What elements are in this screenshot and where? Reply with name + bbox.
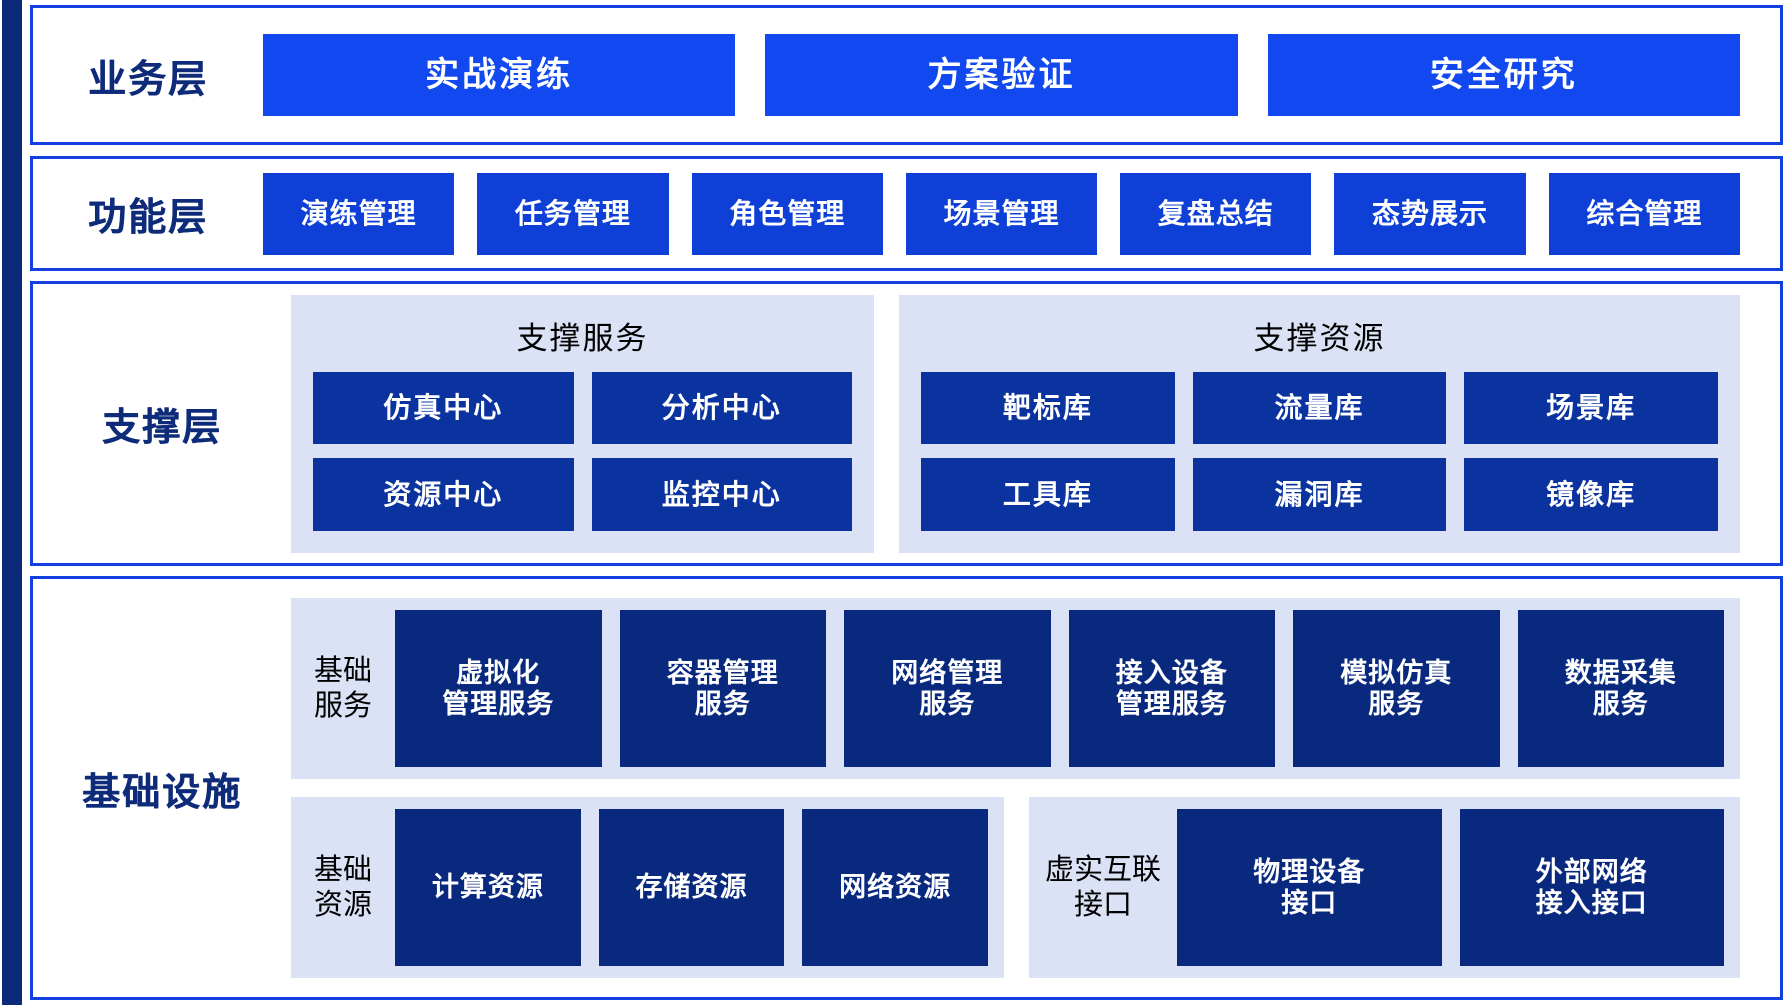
business-box-3[interactable]: 安全研究 <box>1267 34 1740 116</box>
layer-title-business: 业务层 <box>87 58 208 101</box>
infra-service-box-3[interactable]: 网络管理 服务 <box>844 610 1051 767</box>
support-resource-box-3[interactable]: 场景库 <box>1464 371 1718 444</box>
support-group-services: 支撑服务 仿真中心 分析中心 资源中心 监控中心 <box>291 294 874 553</box>
infra-resource-box-3[interactable]: 网络资源 <box>802 809 989 966</box>
function-box-4[interactable]: 场景管理 <box>905 172 1098 255</box>
infra-resources-boxes: 计算资源 存储资源 网络资源 <box>395 809 989 966</box>
infra-interface-box-2[interactable]: 外部网络 接入接口 <box>1459 809 1725 966</box>
infra-label-basic-services: 基础 服务 <box>313 655 372 722</box>
infra-band-resources-interfaces: 基础 资源 计算资源 存储资源 网络资源 虚实互联 接口 物理设备 接口 外部网… <box>291 797 1740 978</box>
support-resource-box-6[interactable]: 镜像库 <box>1464 458 1718 531</box>
support-resource-box-4[interactable]: 工具库 <box>921 458 1175 531</box>
infra-band-services: 基础 服务 虚拟化 管理服务 容器管理 服务 网络管理 服务 接入设备 管理服务… <box>291 598 1740 779</box>
support-resource-box-1[interactable]: 靶标库 <box>921 371 1175 444</box>
support-group-services-title: 支撑服务 <box>516 320 649 356</box>
infra-panel-basic-services: 基础 服务 虚拟化 管理服务 容器管理 服务 网络管理 服务 接入设备 管理服务… <box>291 598 1740 779</box>
infra-resource-box-1[interactable]: 计算资源 <box>395 809 581 966</box>
support-groups-row: 支撑服务 仿真中心 分析中心 资源中心 监控中心 支撑资源 靶标库 流量库 场景… <box>291 294 1780 553</box>
support-group-resources: 支撑资源 靶标库 流量库 场景库 工具库 漏洞库 镜像库 <box>899 294 1740 553</box>
layer-business: 业务层 实战演练 方案验证 安全研究 <box>30 5 1783 145</box>
function-box-1[interactable]: 演练管理 <box>263 172 455 255</box>
infra-service-box-2[interactable]: 容器管理 服务 <box>619 610 826 767</box>
infra-resource-box-2[interactable]: 存储资源 <box>598 809 785 966</box>
infra-panel-basic-resources: 基础 资源 计算资源 存储资源 网络资源 <box>291 797 1004 978</box>
function-box-7[interactable]: 综合管理 <box>1548 172 1740 255</box>
left-accent-bar <box>2 0 22 1005</box>
layer-function: 功能层 演练管理 任务管理 角色管理 场景管理 复盘总结 态势展示 综合管理 <box>30 156 1783 271</box>
support-resources-grid: 靶标库 流量库 场景库 工具库 漏洞库 镜像库 <box>921 371 1718 531</box>
infra-service-box-1[interactable]: 虚拟化 管理服务 <box>395 610 602 767</box>
layer-title-support: 支撑层 <box>101 407 222 449</box>
infra-interfaces-boxes: 物理设备 接口 外部网络 接入接口 <box>1177 809 1725 966</box>
infra-service-box-5[interactable]: 模拟仿真 服务 <box>1293 610 1500 767</box>
support-service-box-4[interactable]: 监控中心 <box>591 458 852 531</box>
business-box-1[interactable]: 实战演练 <box>263 34 736 116</box>
business-box-2[interactable]: 方案验证 <box>765 34 1238 116</box>
function-box-2[interactable]: 任务管理 <box>477 172 669 255</box>
function-box-5[interactable]: 复盘总结 <box>1120 172 1312 255</box>
layer-support: 支撑层 支撑服务 仿真中心 分析中心 资源中心 监控中心 支撑资源 靶标库 流量… <box>30 281 1783 566</box>
infra-label-basic-resources: 基础 资源 <box>313 854 372 921</box>
function-box-3[interactable]: 角色管理 <box>691 172 883 255</box>
infrastructure-bands: 基础 服务 虚拟化 管理服务 容器管理 服务 网络管理 服务 接入设备 管理服务… <box>291 598 1780 978</box>
support-resource-box-2[interactable]: 流量库 <box>1192 371 1447 444</box>
infra-interface-box-1[interactable]: 物理设备 接口 <box>1177 809 1442 966</box>
support-resource-box-5[interactable]: 漏洞库 <box>1192 458 1447 531</box>
layer-title-infrastructure: 基础设施 <box>81 771 242 814</box>
support-service-box-3[interactable]: 资源中心 <box>313 458 574 531</box>
support-services-grid: 仿真中心 分析中心 资源中心 监控中心 <box>313 371 852 531</box>
function-box-row: 演练管理 任务管理 角色管理 场景管理 复盘总结 态势展示 综合管理 <box>263 172 1780 255</box>
business-box-row: 实战演练 方案验证 安全研究 <box>263 34 1780 116</box>
infra-service-box-6[interactable]: 数据采集 服务 <box>1517 610 1724 767</box>
support-service-box-1[interactable]: 仿真中心 <box>313 371 574 444</box>
support-group-resources-title: 支撑资源 <box>1253 320 1386 356</box>
infra-label-virtual-physical-interface: 虚实互联 接口 <box>1045 854 1162 921</box>
layer-infrastructure: 基础设施 基础 服务 虚拟化 管理服务 容器管理 服务 网络管理 服务 接入设备… <box>30 576 1783 1000</box>
infra-panel-interfaces: 虚实互联 接口 物理设备 接口 外部网络 接入接口 <box>1029 797 1740 978</box>
function-box-6[interactable]: 态势展示 <box>1334 172 1526 255</box>
support-service-box-2[interactable]: 分析中心 <box>591 371 852 444</box>
layer-title-function: 功能层 <box>87 197 208 239</box>
infra-services-boxes: 虚拟化 管理服务 容器管理 服务 网络管理 服务 接入设备 管理服务 模拟仿真 … <box>395 610 1724 767</box>
infra-service-box-4[interactable]: 接入设备 管理服务 <box>1068 610 1275 767</box>
